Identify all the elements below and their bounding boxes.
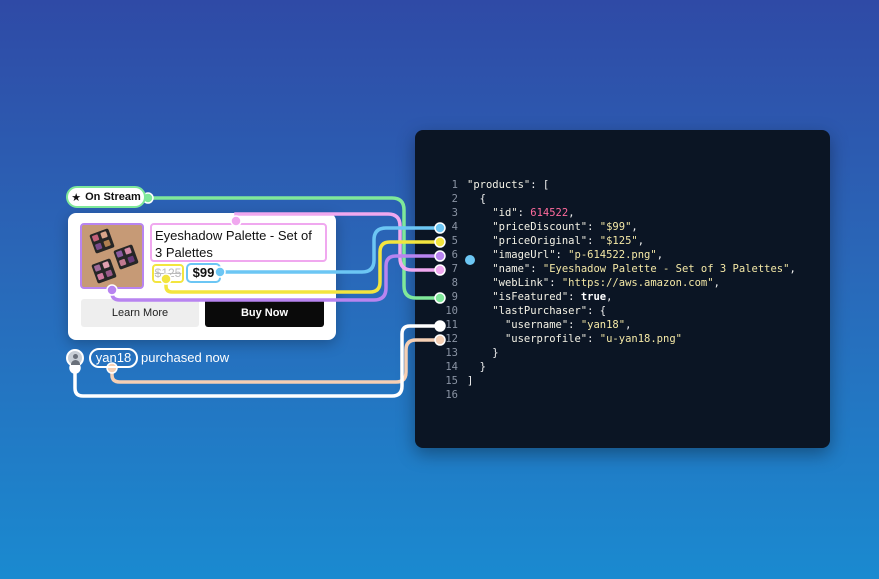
purchase-status: purchased now <box>141 350 230 365</box>
code-line: 6 "imageUrl": "p-614522.png", <box>415 248 663 262</box>
line-number: 10 <box>445 305 458 317</box>
learn-more-button[interactable]: Learn More <box>81 299 199 327</box>
code-line: 2 { <box>415 192 486 206</box>
code-line: 8 "webLink": "https://aws.amazon.com", <box>415 276 720 290</box>
line-number: 11 <box>445 319 458 331</box>
code-line: 15] <box>415 374 473 388</box>
code-line: 16 <box>415 388 467 402</box>
star-icon: ★ <box>71 191 82 204</box>
code-text: { <box>467 193 486 205</box>
purchaser-username[interactable]: yan18 <box>89 348 138 368</box>
code-line: 1 "products": [ <box>415 178 550 192</box>
code-text: "id": 614522, <box>492 207 575 219</box>
code-line: 9 "isFeatured": true, <box>415 290 613 304</box>
code-text: ] <box>467 375 474 387</box>
code-text: } <box>467 361 486 373</box>
on-stream-badge: ★ On Stream <box>66 186 146 208</box>
product-card: Eyeshadow Palette - Set of 3 Palettes $1… <box>68 213 336 340</box>
palette-icon <box>89 228 115 254</box>
code-line: 4 "priceDiscount": "$99", <box>415 220 638 234</box>
line-number: 9 <box>451 291 458 303</box>
code-text: "isFeatured": true, <box>492 291 613 303</box>
code-text: "priceOriginal": "$125", <box>492 235 645 247</box>
code-text: } <box>467 347 499 359</box>
product-image[interactable] <box>80 223 144 289</box>
line-number: 16 <box>445 389 458 401</box>
line-number: 15 <box>445 375 458 387</box>
code-line: 11 "username": "yan18", <box>415 318 631 332</box>
line-number: 13 <box>445 347 458 359</box>
line-number: 5 <box>451 235 458 247</box>
line-number: 8 <box>451 277 458 289</box>
code-line: 12 "userprofile": "u-yan18.png" <box>415 332 682 346</box>
code-text: "username": "yan18", <box>504 319 632 331</box>
code-line: 14 } <box>415 360 486 374</box>
code-line: 10 "lastPurchaser": { <box>415 304 606 318</box>
code-text: "imageUrl": "p-614522.png", <box>492 249 664 261</box>
code-text: "lastPurchaser": { <box>492 305 607 317</box>
code-text: "webLink": "https://aws.amazon.com", <box>492 277 720 289</box>
code-line: 7 "name": "Eyeshadow Palette - Set of 3 … <box>415 262 796 276</box>
buy-now-button[interactable]: Buy Now <box>205 299 324 327</box>
code-line: 3 "id": 614522, <box>415 206 575 220</box>
palette-icon <box>91 258 117 284</box>
code-text: "userprofile": "u-yan18.png" <box>504 333 682 345</box>
line-number: 2 <box>451 193 458 205</box>
line-number: 1 <box>451 179 458 191</box>
original-price: $125 <box>152 264 184 283</box>
on-stream-label: On Stream <box>85 191 141 203</box>
discount-price: $99 <box>186 263 221 283</box>
code-text: "priceDiscount": "$99", <box>492 221 638 233</box>
code-line: 13 } <box>415 346 499 360</box>
line-number: 4 <box>451 221 458 233</box>
avatar[interactable] <box>66 349 84 367</box>
code-text: "products": [ <box>467 179 550 191</box>
code-line: 5 "priceOriginal": "$125", <box>415 234 644 248</box>
product-title[interactable]: Eyeshadow Palette - Set of 3 Palettes <box>150 223 327 262</box>
code-text: "name": "Eyeshadow Palette - Set of 3 Pa… <box>492 263 796 275</box>
palette-icon <box>113 244 139 270</box>
line-number: 6 <box>451 249 458 261</box>
line-number: 7 <box>451 263 458 275</box>
user-icon <box>73 354 78 359</box>
code-panel: 1"products": [2 {3 "id": 614522,4 "price… <box>415 130 830 448</box>
line-number: 3 <box>451 207 458 219</box>
line-number: 14 <box>445 361 458 373</box>
line-number: 12 <box>445 333 458 345</box>
